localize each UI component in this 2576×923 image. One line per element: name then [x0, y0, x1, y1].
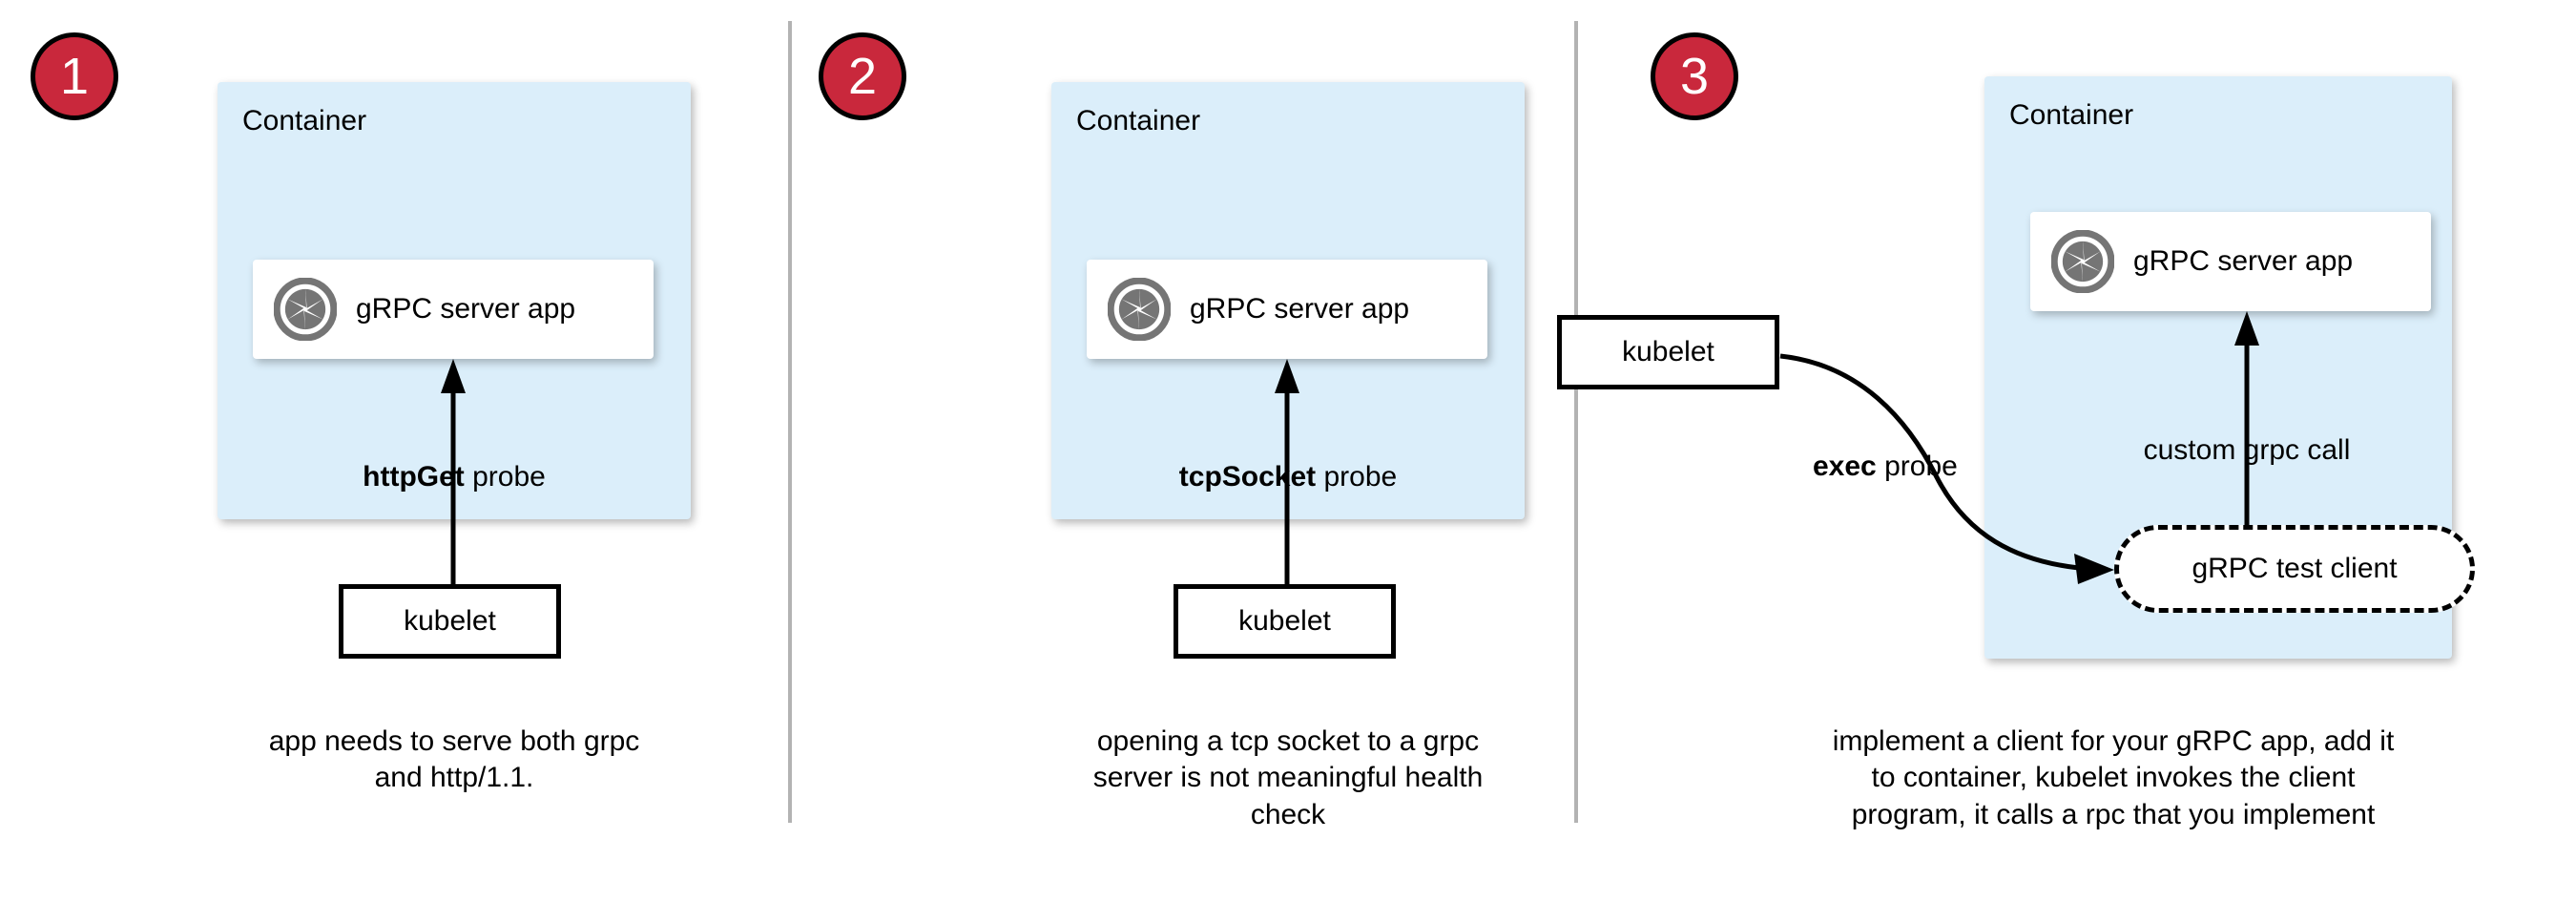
- probe-suffix: probe: [1316, 461, 1398, 493]
- step-badge-number: 1: [59, 48, 90, 105]
- step-badge-number: 3: [1679, 48, 1710, 105]
- grpc-aperture-icon: [274, 278, 337, 341]
- grpc-server-app-label: gRPC server app: [2133, 245, 2354, 277]
- exec-probe-label: exec probe: [1813, 451, 2061, 483]
- container-label: Container: [1076, 105, 1201, 136]
- caption-line: and http/1.1.: [374, 762, 534, 794]
- grpc-aperture-icon: [1108, 278, 1171, 341]
- probe-name: httpGet: [363, 461, 465, 493]
- panel-caption-2: opening a tcp socket to a grpc server is…: [1013, 724, 1563, 833]
- container-label: Container: [242, 105, 367, 136]
- panel-caption-3: implement a client for your gRPC app, ad…: [1751, 724, 2476, 833]
- panel-3: 3 Container gRPC server app: [1557, 0, 2576, 923]
- container-label: Container: [2009, 99, 2134, 131]
- custom-grpc-call-label: custom grpc call: [2143, 434, 2351, 466]
- step-badge-3: 3: [1651, 32, 1738, 120]
- probe-suffix: probe: [464, 461, 546, 493]
- kubelet-box-2: kubelet: [1174, 584, 1396, 659]
- grpc-test-client-label: gRPC test client: [2192, 553, 2398, 584]
- step-badge-2: 2: [819, 32, 906, 120]
- tcpsocket-probe-label: tcpSocket probe: [1051, 461, 1525, 493]
- probe-name: exec: [1813, 451, 1877, 482]
- grpc-server-app-card-3: gRPC server app: [2030, 212, 2431, 311]
- httpget-probe-label: httpGet probe: [218, 461, 691, 493]
- grpc-server-app-card-1: gRPC server app: [253, 260, 654, 359]
- grpc-test-client-box: gRPC test client: [2114, 525, 2475, 613]
- step-badge-1: 1: [31, 32, 118, 120]
- panel-1: 1 Container gRPC server app: [0, 0, 788, 923]
- probe-suffix: probe: [1876, 451, 1958, 482]
- kubelet-label: kubelet: [1622, 336, 1714, 367]
- step-badge-number: 2: [847, 48, 878, 105]
- kubelet-box-3: kubelet: [1557, 315, 1779, 389]
- panel-divider-2: [1574, 21, 1578, 823]
- panel-2: 2 Container gRPC server app: [788, 0, 1574, 923]
- probe-name: tcpSocket: [1178, 461, 1317, 493]
- kubelet-box-1: kubelet: [339, 584, 561, 659]
- caption-line: opening a tcp socket to a grpc: [1096, 725, 1480, 757]
- caption-line: app needs to serve both grpc: [268, 725, 640, 757]
- caption-line: program, it calls a rpc that you impleme…: [1851, 798, 2376, 830]
- panel-caption-1: app needs to serve both grpc and http/1.…: [184, 724, 724, 797]
- caption-line: check: [1250, 798, 1326, 830]
- grpc-server-app-label: gRPC server app: [356, 293, 576, 325]
- grpc-aperture-icon: [2051, 230, 2114, 293]
- kubelet-label: kubelet: [1238, 605, 1331, 637]
- grpc-server-app-card-2: gRPC server app: [1087, 260, 1487, 359]
- kubelet-label: kubelet: [404, 605, 496, 637]
- caption-line: implement a client for your gRPC app, ad…: [1832, 725, 2395, 757]
- caption-line: to container, kubelet invokes the client: [1871, 762, 2356, 794]
- grpc-server-app-label: gRPC server app: [1190, 293, 1410, 325]
- panel-divider-1: [788, 21, 792, 823]
- caption-line: server is not meaningful health: [1092, 762, 1484, 794]
